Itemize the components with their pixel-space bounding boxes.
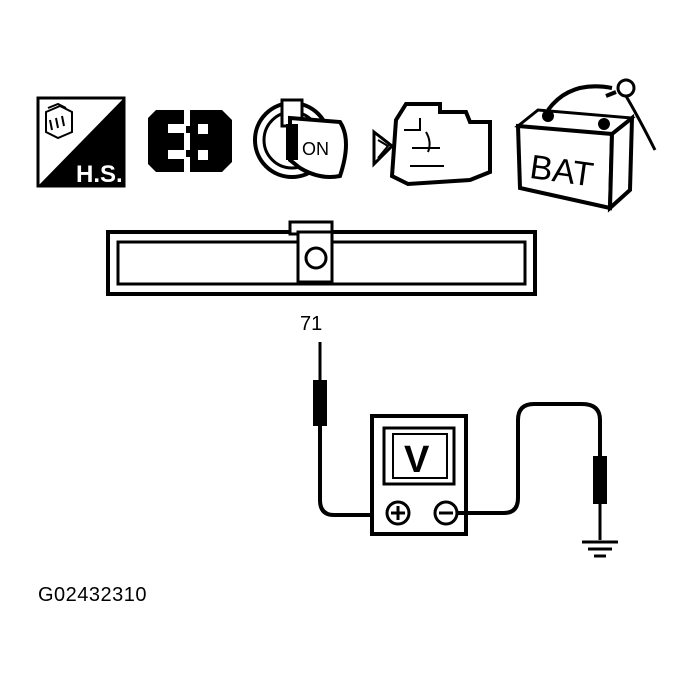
terminal-number: 71	[300, 313, 322, 335]
meter-mode-letter: V	[404, 439, 430, 481]
ignition-key-label: ON	[302, 139, 329, 159]
engine-icon	[372, 102, 492, 187]
harness-side-icon: H.S.	[36, 96, 126, 188]
figure-id: G02432310	[38, 584, 148, 606]
harness-side-label: H.S.	[76, 161, 123, 188]
battery-icon: BAT	[514, 78, 657, 213]
voltmeter: V	[370, 414, 468, 536]
negative-probe	[457, 402, 607, 540]
connector-icon	[148, 110, 232, 172]
ignition-key-on-icon: ON	[253, 98, 348, 179]
connector-body	[106, 220, 537, 296]
terminal-71-pin	[304, 246, 328, 270]
positive-probe	[313, 342, 382, 517]
battery-label: BAT	[528, 148, 596, 194]
ground-symbol	[582, 540, 618, 558]
